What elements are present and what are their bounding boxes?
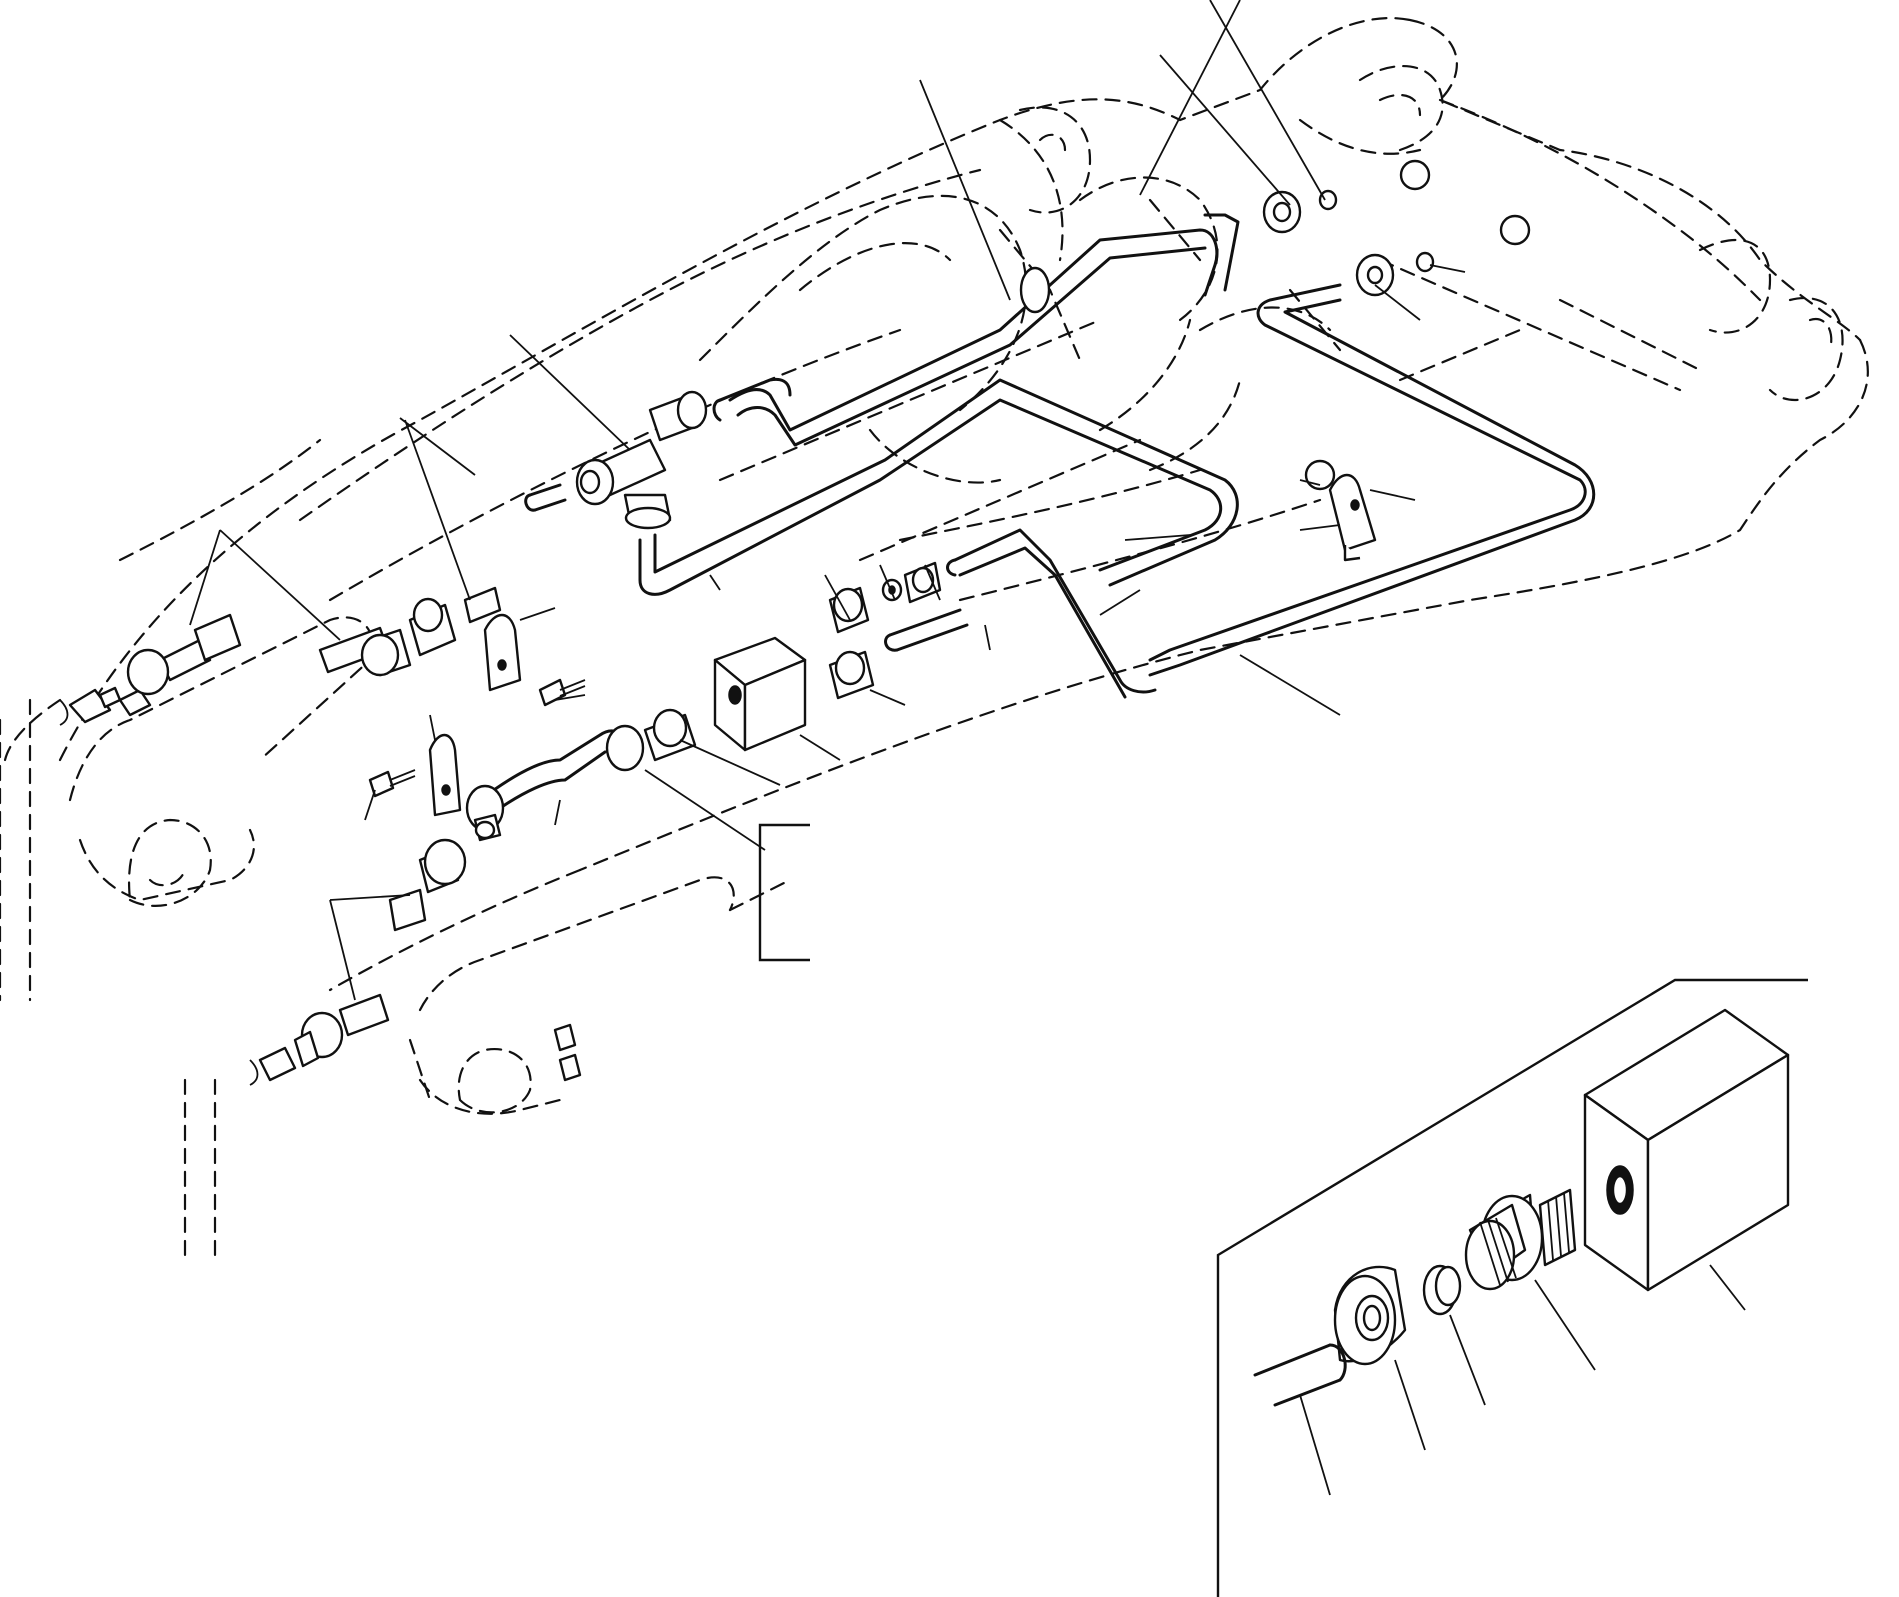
inset-tube-icon	[1253, 1343, 1347, 1407]
tube-clamp-icon	[428, 473, 1377, 1082]
bent-tube-assembly	[465, 708, 697, 842]
inset-adapter-icon	[1464, 1188, 1577, 1291]
inset-manifold-block-icon	[1583, 1008, 1790, 1292]
bolt-icon	[368, 678, 586, 798]
adapter-fittings	[828, 561, 942, 700]
hydraulic-tubes	[524, 213, 1596, 699]
tube-right	[1148, 283, 1587, 662]
detail-inset	[1216, 978, 1808, 1597]
hex-nut-icon	[1262, 159, 1531, 491]
tee-fitting-icon	[575, 390, 708, 530]
arm-structure-outline	[58, 17, 1869, 992]
tube-middle	[953, 528, 1157, 694]
leader-lines	[189, 0, 1466, 1001]
manifold-block-icon	[713, 636, 807, 752]
inset-washer-icon	[1422, 1264, 1462, 1316]
tube-upper	[728, 228, 1219, 432]
hose-assembly-lower	[249, 838, 467, 1086]
tube-loop	[638, 398, 1223, 596]
hose-assembly-left	[59, 586, 502, 726]
inset-bracket	[758, 823, 810, 962]
inset-nut-icon	[1333, 1265, 1407, 1366]
